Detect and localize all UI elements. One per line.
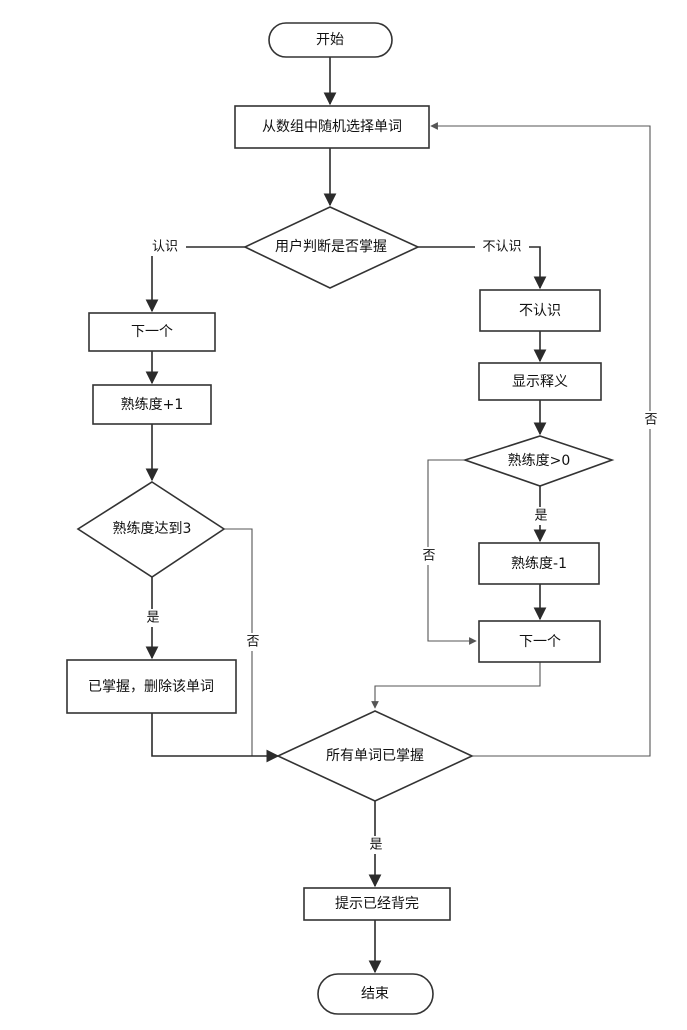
node-next-left-label: 下一个 [131,324,173,340]
edge-label-reach3-yes: 是 [146,611,159,626]
process-shape [478,362,602,401]
edge-label-bg [144,238,186,256]
node-end: 结束 [317,973,434,1015]
node-all-mastered-label: 所有单词已掌握 [326,748,424,764]
edge-label-bg [243,633,263,651]
process-shape [66,659,237,714]
edge-label-bg [419,547,439,565]
edge-label-know: 认识 [152,240,178,255]
node-not-know-label: 不认识 [519,303,561,319]
node-not-know: 不认识 [479,289,601,332]
decision-shape [243,206,420,289]
node-next-right: 下一个 [478,620,601,663]
process-shape [478,620,601,663]
edge-label-gt0-no: 否 [422,549,435,564]
node-prof-gt0-label: 熟练度>0 [508,453,571,469]
node-judge-mastery: 用户判断是否掌握 [243,206,420,289]
node-start-label: 开始 [316,32,344,48]
connectors [145,57,651,974]
edge-label-bg [366,836,386,854]
node-prof-dec-label: 熟练度-1 [511,556,567,572]
node-show-meaning: 显示释义 [478,362,602,401]
process-shape [479,289,601,332]
decision-shape [462,435,615,487]
process-shape [303,887,451,921]
node-next-left: 下一个 [88,312,216,352]
edge-label-bg [475,238,529,256]
edge-label-dont-know: 不认识 [482,240,521,255]
process-shape [88,312,216,352]
edge-label-all-no: 否 [644,413,657,428]
edge-labels: 认识 不认识 是 否 是 否 是 否 [143,238,661,854]
edge-label-bg [531,507,551,525]
arrow-next-right-to-all [371,662,541,709]
node-all-mastered: 所有单词已掌握 [276,710,474,802]
process-shape [92,384,212,425]
node-end-label: 结束 [361,986,389,1002]
arrow-judge-dont-know [418,246,547,290]
edge-label-gt0-yes: 是 [534,509,547,524]
edge-label-bg [143,609,163,627]
node-select-word-label: 从数组中随机选择单词 [262,119,402,135]
arrow-judge-know [145,246,245,313]
arrow-mastered-to-all [151,713,280,763]
node-start: 开始 [268,22,393,58]
node-judge-mastery-label: 用户判断是否掌握 [275,238,387,255]
node-mastered-delete: 已掌握，删除该单词 [66,659,237,714]
arrow-all-no-loop [430,122,651,757]
edge-label-all-yes: 是 [369,838,382,853]
process-shape [478,542,600,585]
terminal-shape [268,22,393,58]
node-reach3: 熟练度达到3 [76,481,226,578]
node-show-meaning-label: 显示释义 [512,374,568,390]
node-prof-inc-label: 熟练度+1 [121,397,184,413]
node-prompt-done: 提示已经背完 [303,887,451,921]
process-shape [234,105,430,149]
node-mastered-delete-label: 已掌握，删除该单词 [88,679,214,695]
node-prof-dec: 熟练度-1 [478,542,600,585]
node-reach3-label: 熟练度达到3 [113,521,192,537]
decision-shape [76,481,226,578]
node-select-word: 从数组中随机选择单词 [234,105,430,149]
decision-shape [276,710,474,802]
node-next-right-label: 下一个 [519,634,561,650]
terminal-shape [317,973,434,1015]
node-prof-inc: 熟练度+1 [92,384,212,425]
node-prompt-done-label: 提示已经背完 [335,896,419,912]
node-prof-gt0: 熟练度>0 [462,435,615,487]
edge-label-reach3-no: 否 [246,635,259,650]
edge-label-bg [641,411,661,429]
